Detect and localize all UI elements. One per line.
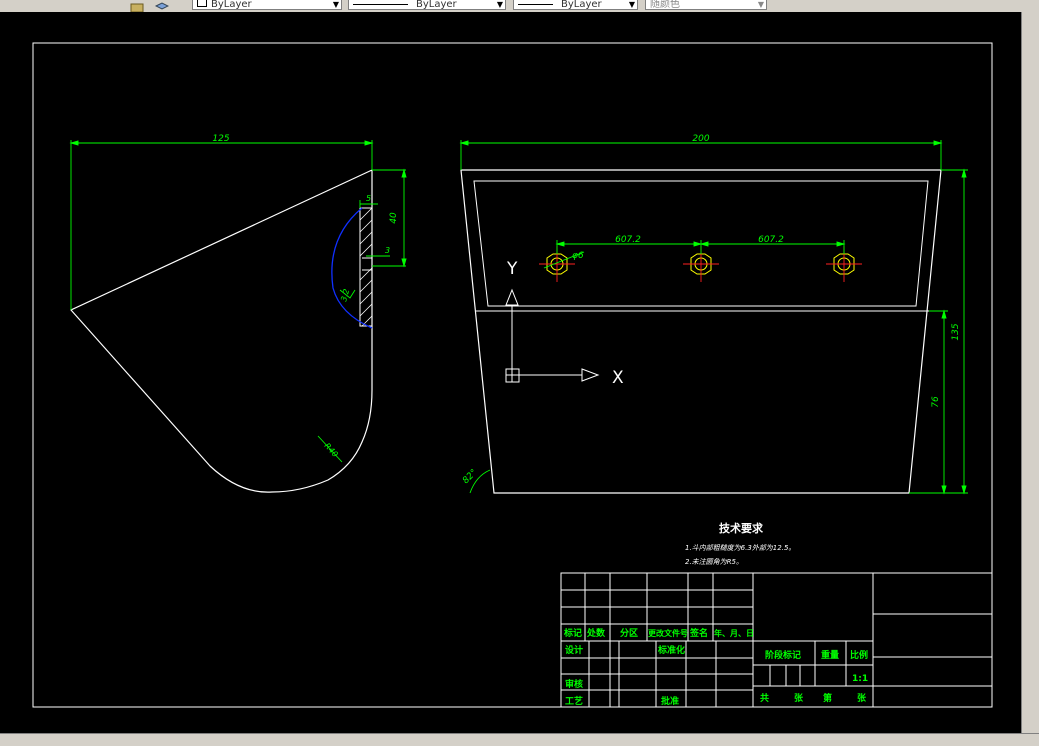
tb-process: 工艺 [565,695,583,707]
chevron-down-icon: ▼ [496,0,503,9]
hatch-lines [359,207,373,327]
diameter-label: φ6 [572,251,584,261]
tech-req-line2: 2.未注圆角为R5。 [685,558,743,566]
dim-76 [929,309,948,495]
tb-weight: 重量 [821,649,839,661]
color-control-value: ByLayer [211,0,252,10]
dim-3-label: 3 [385,246,390,255]
ucs-y-label: Y [506,259,518,279]
drawing-canvas[interactable]: 125 5 40 3 3.2 R40 [0,12,1021,733]
tb-mark: 标记 [563,627,582,639]
tb-sheets2: 张 [857,692,867,704]
tb-standardize: 标准化 [657,644,685,656]
dim-135-label: 135 [951,323,961,340]
dim-spacing-2-label: 607.2 [758,235,784,245]
dim-40 [372,168,407,268]
hatch-boundary-curve [331,207,373,329]
diameter-leader [543,251,585,269]
tech-req-line1: 1.斗内部粗糙度为6.3外部为12.5。 [685,544,795,552]
chevron-down-icon: ▼ [757,0,764,9]
layer-state-icon[interactable] [130,0,144,12]
drawing-svg: 125 5 40 3 3.2 R40 [32,42,993,708]
lineweight-control[interactable]: ByLayer ▼ [513,0,638,10]
plotstyle-control[interactable]: 随颜色 ▼ [645,0,767,10]
technical-requirements: 技术要求 1.斗内部粗糙度为6.3外部为12.5。 2.未注圆角为R5。 [685,521,795,566]
chevron-down-icon: ▼ [628,0,635,9]
dim-5 [359,200,378,208]
chevron-down-icon: ▼ [332,0,339,9]
side-slot [359,207,373,327]
tb-sheets1: 张 [794,692,804,704]
tb-count: 处数 [586,627,606,639]
vertical-scrollbar[interactable] [1021,12,1039,733]
angle-label: 82° [461,468,479,486]
linetype-control[interactable]: ByLayer ▼ [348,0,506,10]
tb-zone: 分区 [620,627,638,639]
title-block-grid [560,572,993,708]
front-inner-outline [473,180,929,307]
tb-scale-value: 1:1 [852,674,868,684]
lineweight-sample [518,3,553,5]
lineweight-control-value: ByLayer [561,0,602,10]
layer-stack-icon[interactable] [154,0,170,10]
tb-total: 共 [760,692,769,704]
properties-toolbar: ByLayer ▼ ByLayer ▼ ByLayer ▼ 随颜色 ▼ [0,0,1039,13]
tb-sign: 签名 [689,627,708,639]
horizontal-scrollbar[interactable] [0,733,1039,746]
tb-stage-mark: 阶段标记 [765,649,801,661]
tb-nth: 第 [823,692,832,704]
tech-req-title: 技术要求 [719,521,764,535]
title-block: 标记 处数 分区 更改文件号 签名 年、月、日 设计 标准化 阶段标记 重量 比… [560,572,993,708]
plotstyle-control-value: 随颜色 [650,0,680,10]
tb-scale: 比例 [850,649,868,661]
ucs-x-label: X [612,368,624,388]
dim-125-label: 125 [212,134,229,144]
side-view-outline [70,169,373,493]
linetype-sample [353,3,408,5]
dim-5-label: 5 [366,194,371,203]
dim-hole-spacing [555,240,846,254]
tb-design: 设计 [565,644,583,656]
tb-approve: 批准 [661,695,679,707]
color-swatch-icon [197,0,207,7]
color-control[interactable]: ByLayer ▼ [192,0,342,10]
roughness-label: 3.2 [339,288,351,303]
tb-review: 审核 [565,678,583,690]
tb-change-doc: 更改文件号 [648,628,688,638]
dim-200-label: 200 [692,134,709,144]
front-view: 200 607.2 607. [459,134,968,495]
radius-leader [317,435,343,463]
side-view: 125 5 40 3 3.2 R40 [69,134,407,493]
dim-40-label: 40 [389,212,399,224]
linetype-control-value: ByLayer [416,0,457,10]
title-block-text: 标记 处数 分区 更改文件号 签名 年、月、日 设计 标准化 阶段标记 重量 比… [563,627,868,707]
tb-date: 年、月、日 [714,628,754,638]
ucs-icon [505,288,600,383]
sheet-border [32,42,993,708]
front-outer-outline [460,169,942,494]
dim-spacing-1-label: 607.2 [615,235,641,245]
dim-125 [69,140,374,310]
dim-76-label: 76 [931,396,941,408]
roughness-symbol [339,289,356,299]
angle-arc [469,469,491,494]
dim-200 [459,140,943,170]
dim-135 [909,168,968,495]
